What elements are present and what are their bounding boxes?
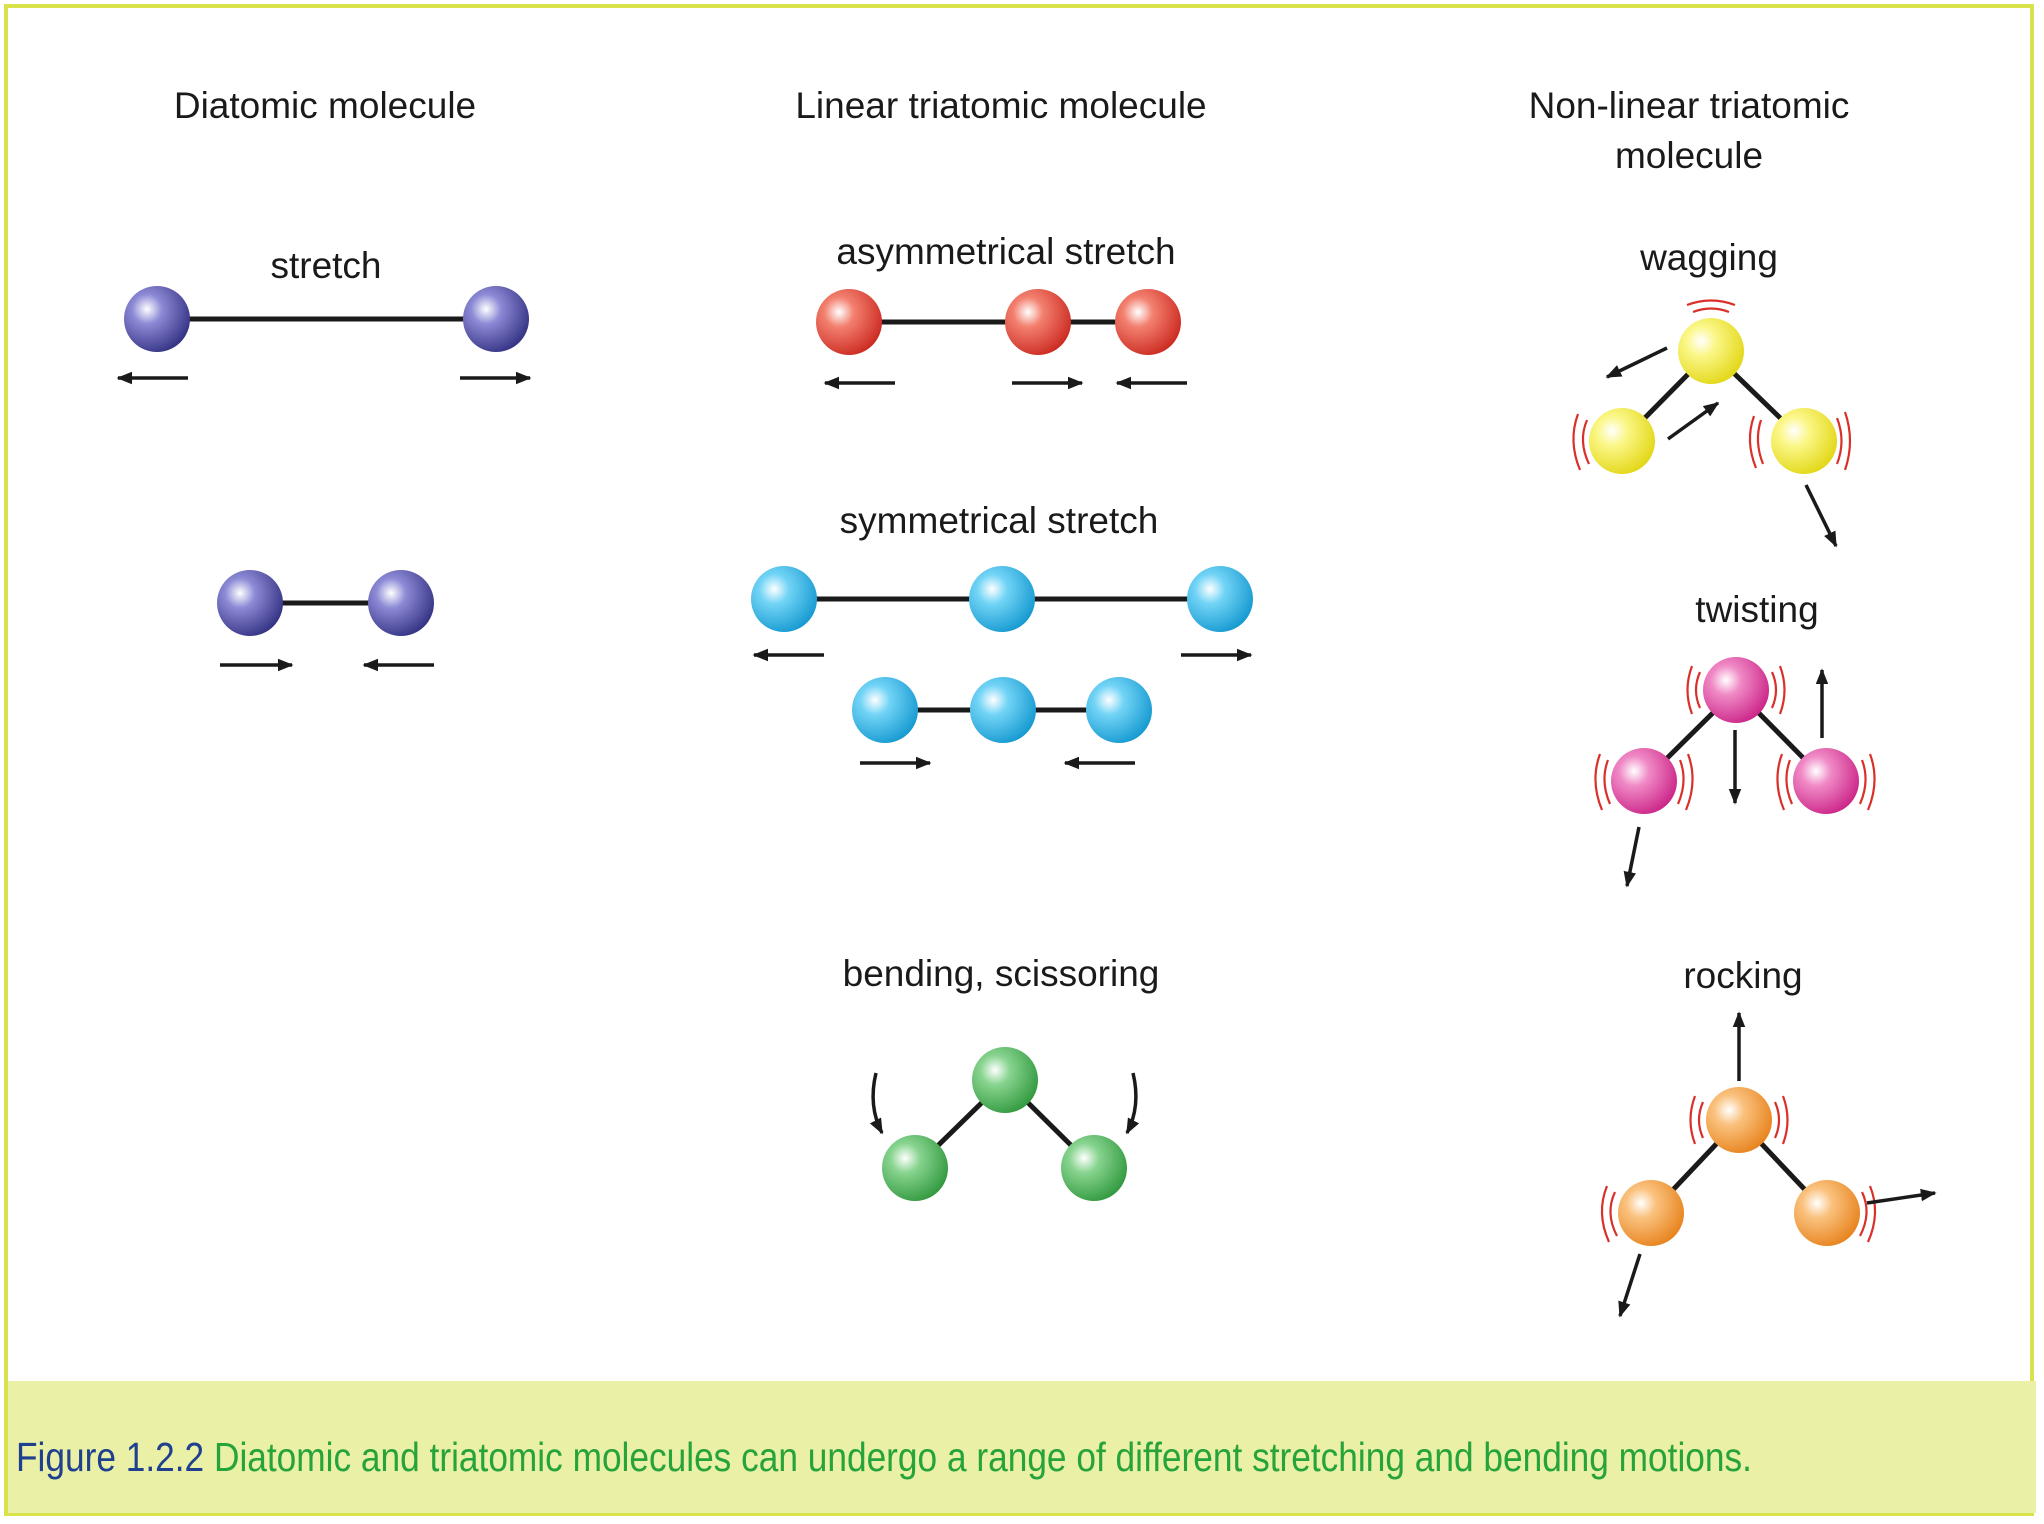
atom (1678, 318, 1744, 384)
atom (368, 570, 434, 636)
bending-molecule (882, 1047, 1127, 1201)
motion-arrow (869, 1072, 884, 1135)
figure-frame (4, 4, 2034, 1516)
label-twisting: twisting (1695, 589, 1818, 630)
atom (1115, 289, 1181, 355)
atom (1187, 566, 1253, 632)
motion-arrow (1623, 826, 1641, 888)
atom (217, 570, 283, 636)
heading-diatomic: Diatomic molecule (174, 85, 476, 126)
wagging-molecule (1589, 318, 1837, 474)
motion-arrow (1866, 1188, 1937, 1205)
symmetrical-stretch-compressed-molecule (852, 677, 1152, 743)
diatomic-stretched-molecule (124, 286, 529, 352)
label-bending-scissoring: bending, scissoring (843, 953, 1160, 994)
heading-linear-triatomic: Linear triatomic molecule (795, 85, 1206, 126)
atom (1793, 748, 1859, 814)
rocking-molecule (1618, 1087, 1860, 1246)
atom (816, 289, 882, 355)
atom (972, 1047, 1038, 1113)
atom (751, 566, 817, 632)
atom (852, 677, 918, 743)
vibration-diagram: Diatomic molecule Linear triatomic molec… (116, 85, 1937, 1318)
label-asymmetrical-stretch: asymmetrical stretch (836, 231, 1175, 272)
atom (1611, 748, 1677, 814)
atom (1703, 657, 1769, 723)
atom (124, 286, 190, 352)
caption-text: Diatomic and triatomic molecules can und… (213, 1434, 1752, 1480)
atom (1771, 408, 1837, 474)
label-wagging: wagging (1639, 237, 1778, 278)
motion-arrow (1804, 484, 1838, 548)
atom (1005, 289, 1071, 355)
motion-arrow (1666, 401, 1720, 441)
motion-arrows (116, 346, 1937, 1318)
label-symmetrical-stretch: symmetrical stretch (840, 500, 1159, 541)
twisting-molecule (1611, 657, 1859, 814)
figure-caption: Figure 1.2.2 Diatomic and triatomic mole… (16, 1422, 1752, 1492)
symmetrical-stretch-extended-molecule (751, 566, 1253, 632)
caption-label: Figure 1.2.2 (16, 1434, 205, 1480)
atom (969, 566, 1035, 632)
caption-bar (8, 1381, 2036, 1513)
heading-nonlinear-line1: Non-linear triatomic (1529, 85, 1850, 126)
atom (882, 1135, 948, 1201)
motion-arrow (1125, 1072, 1140, 1135)
motion-arrow (1605, 346, 1668, 379)
atom (1706, 1087, 1772, 1153)
atoms (124, 286, 1860, 1246)
atom (1589, 408, 1655, 474)
atom (1618, 1180, 1684, 1246)
diatomic-compressed-molecule (217, 570, 434, 636)
atom (1061, 1135, 1127, 1201)
atom (970, 677, 1036, 743)
heading-nonlinear-line2: molecule (1615, 135, 1763, 176)
atom (1086, 677, 1152, 743)
label-rocking: rocking (1683, 955, 1802, 996)
vibration-marks (1572, 299, 1877, 1243)
atom (463, 286, 529, 352)
asymmetrical-stretch-molecule (816, 289, 1181, 355)
atom (1794, 1180, 1860, 1246)
motion-arrow (1618, 1253, 1642, 1318)
label-stretch: stretch (270, 245, 381, 286)
